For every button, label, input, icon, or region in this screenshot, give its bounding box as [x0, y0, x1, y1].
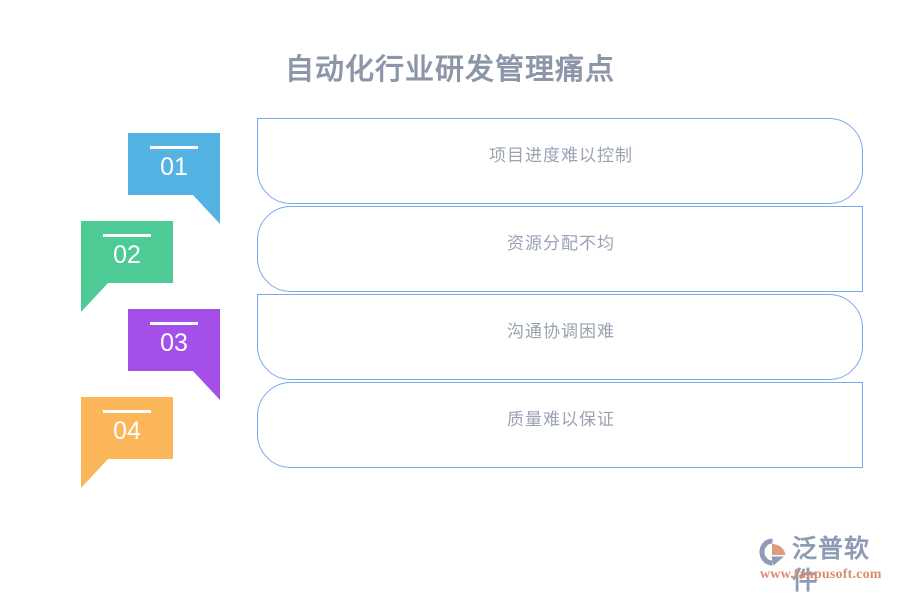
pain-point-card-03[interactable]: 沟通协调困难: [257, 294, 863, 380]
number-badge-03[interactable]: 03: [128, 309, 220, 400]
logo-wordmark: 泛普软件: [792, 536, 871, 595]
pain-point-label: 沟通协调困难: [507, 322, 615, 341]
list-item: 02 资源分配不均: [0, 206, 900, 312]
list-item: 01 项目进度难以控制: [0, 118, 900, 224]
badge-number: 04: [113, 417, 141, 445]
badge-rule: [150, 146, 198, 149]
list-item: 04 质量难以保证: [0, 382, 900, 488]
badge-body: 02: [81, 221, 173, 283]
badge-body: 01: [128, 133, 220, 195]
list-item: 03 沟通协调困难: [0, 294, 900, 400]
logo-url: www.fanpusoft.com: [760, 567, 882, 582]
number-badge-02[interactable]: 02: [81, 221, 173, 312]
number-badge-01[interactable]: 01: [128, 133, 220, 224]
brand-logo: 泛普软件 www.fanpusoft.com: [758, 534, 894, 595]
number-badge-04[interactable]: 04: [81, 397, 173, 488]
badge-tail-icon: [192, 370, 220, 400]
pain-point-card-02[interactable]: 资源分配不均: [257, 206, 863, 292]
pain-point-label: 项目进度难以控制: [489, 146, 633, 165]
badge-body: 03: [128, 309, 220, 371]
badge-rule: [103, 410, 151, 413]
badge-body: 04: [81, 397, 173, 459]
badge-tail-icon: [81, 282, 109, 312]
badge-rule: [150, 322, 198, 325]
pain-point-card-04[interactable]: 质量难以保证: [257, 382, 863, 468]
pain-point-label: 质量难以保证: [507, 410, 615, 429]
page-title: 自动化行业研发管理痛点: [284, 54, 615, 86]
pain-point-list: 01 项目进度难以控制 02 资源分配不均 03: [0, 118, 900, 488]
fanpu-circle-logo-icon: [758, 536, 792, 568]
badge-tail-icon: [81, 458, 109, 488]
badge-tail-icon: [192, 194, 220, 224]
pain-point-card-01[interactable]: 项目进度难以控制: [257, 118, 863, 204]
badge-number: 03: [160, 329, 188, 357]
badge-number: 01: [160, 153, 188, 181]
pain-point-label: 资源分配不均: [507, 234, 615, 253]
badge-number: 02: [113, 241, 141, 269]
badge-rule: [103, 234, 151, 237]
